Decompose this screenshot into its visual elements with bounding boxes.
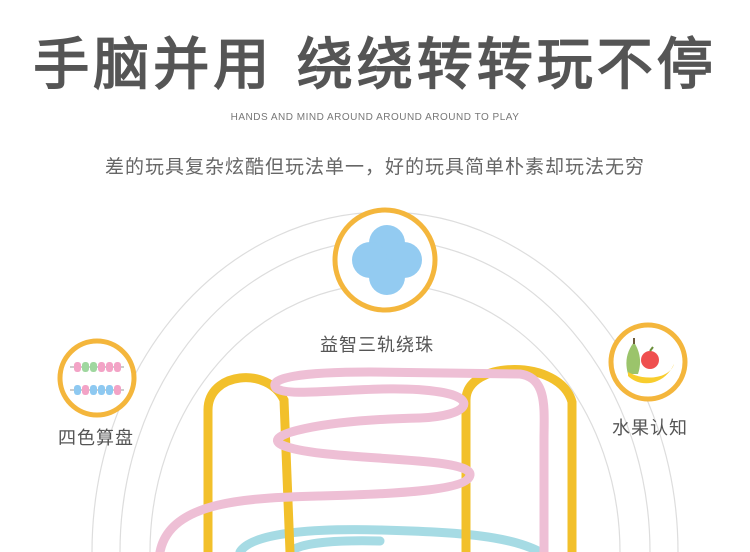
feature-label-bead-maze: 益智三轨绕珠 xyxy=(320,335,434,356)
fruit-icon xyxy=(626,338,674,384)
flower-icon xyxy=(352,225,422,295)
feature-label-fruit: 水果认知 xyxy=(612,418,688,439)
abacus-icon xyxy=(70,362,124,395)
tagline: 差的玩具复杂炫酷但玩法单一，好的玩具简单朴素却玩法无穷 xyxy=(104,156,645,178)
center-feature-badge xyxy=(332,207,438,313)
headline: 手脑并用 绕绕转转玩不停 xyxy=(33,33,717,98)
subheadline-english: HANDS AND MIND AROUND AROUND AROUND TO P… xyxy=(230,112,520,123)
left-feature-badge xyxy=(57,338,137,418)
feature-label-abacus: 四色算盘 xyxy=(58,428,134,449)
right-feature-badge xyxy=(608,322,688,402)
bead-maze-wires xyxy=(155,365,577,552)
